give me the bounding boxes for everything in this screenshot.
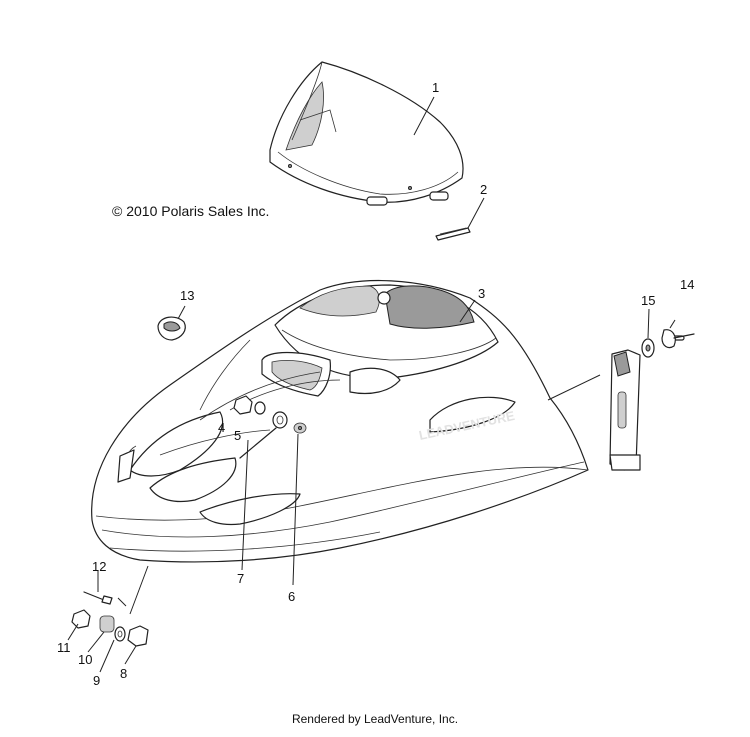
copyright-text: © 2010 Polaris Sales Inc. bbox=[112, 203, 270, 219]
callout-15: 15 bbox=[641, 293, 655, 308]
callout-11: 11 bbox=[57, 640, 71, 655]
callout-10: 10 bbox=[78, 652, 92, 667]
callout-6: 6 bbox=[288, 589, 295, 604]
front-hardware bbox=[71, 591, 149, 647]
callout-12: 12 bbox=[92, 559, 106, 574]
callout-7: 7 bbox=[237, 571, 244, 586]
callout-3: 3 bbox=[478, 286, 485, 301]
callout-4: 4 bbox=[218, 420, 225, 435]
windshield-pin bbox=[435, 227, 471, 241]
footer-credit: Rendered by LeadVenture, Inc. bbox=[291, 712, 459, 726]
hood-clip bbox=[157, 316, 186, 341]
callout-labels: 1 2 3 4 5 6 7 8 9 10 11 12 13 14 15 bbox=[57, 80, 694, 688]
callout-14: 14 bbox=[680, 277, 694, 292]
callout-13: 13 bbox=[180, 288, 194, 303]
latch-hardware bbox=[641, 329, 695, 358]
callout-9: 9 bbox=[93, 673, 100, 688]
callout-8: 8 bbox=[120, 666, 127, 681]
windshield bbox=[269, 61, 464, 206]
callout-2: 2 bbox=[480, 182, 487, 197]
callout-leaders bbox=[67, 96, 676, 673]
mounting-hardware bbox=[233, 395, 307, 459]
callout-5: 5 bbox=[234, 428, 241, 443]
callout-1: 1 bbox=[432, 80, 439, 95]
hood: LEADVENTURE bbox=[91, 280, 589, 563]
hood-latch bbox=[609, 349, 641, 471]
